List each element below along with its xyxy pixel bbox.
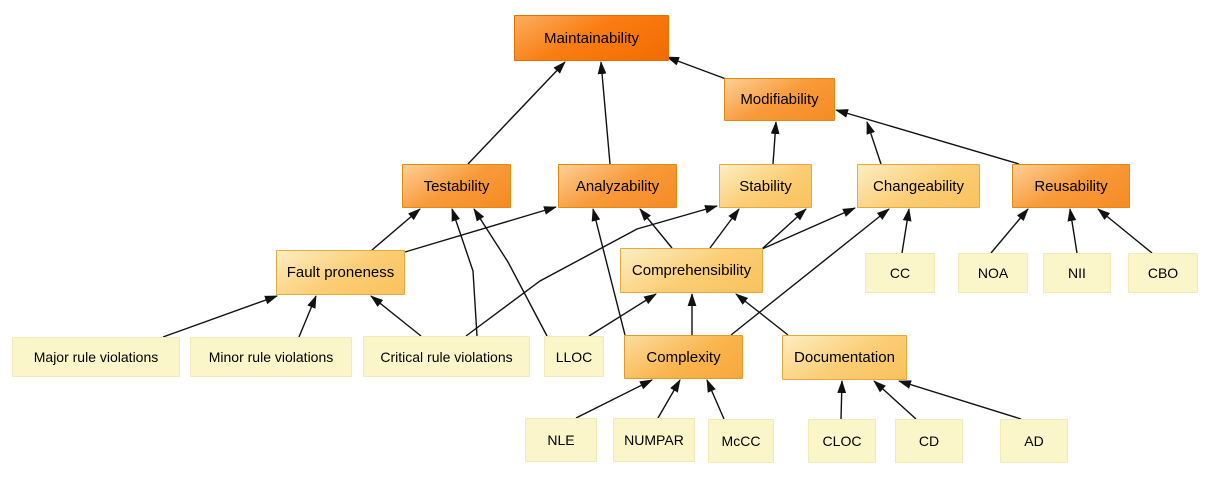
node-label-complexity: Complexity: [646, 348, 721, 366]
node-nii: NII: [1043, 253, 1111, 293]
edge-numpar-to-complexity: [657, 379, 681, 419]
node-cloc: CLOC: [808, 419, 876, 463]
node-cbo: CBO: [1128, 253, 1198, 293]
node-label-numpar: NUMPAR: [624, 432, 684, 448]
node-label-modifiability: Modifiability: [740, 91, 819, 108]
edge-cd-to-documentation: [873, 380, 917, 420]
node-cc: CC: [865, 253, 935, 293]
node-modifiability: Modifiability: [724, 78, 835, 121]
node-documentation: Documentation: [782, 335, 907, 380]
node-label-mccc: McCC: [721, 433, 761, 449]
edge-cbo-to-reusability: [1097, 208, 1153, 254]
node-label-stability: Stability: [739, 177, 792, 195]
edge-analyzability-to-maintainability: [597, 61, 611, 165]
edge-comprehensibility-to-changeability: [761, 207, 856, 250]
edge-modifiability-to-maintainability: [666, 56, 727, 80]
node-label-cc: CC: [889, 265, 911, 281]
edge-major_rule_violations-to-fault_proneness: [162, 295, 278, 338]
edge-complexity-to-changeability: [730, 208, 890, 336]
edge-documentation-to-comprehensibility: [735, 293, 789, 336]
node-label-critical_rule_violations: Critical rule violations: [380, 348, 513, 365]
node-label-major_rule_violations: Major rule violations: [33, 349, 159, 365]
node-fault_proneness: Fault proneness: [276, 250, 405, 295]
node-label-fault_proneness: Fault proneness: [286, 264, 395, 281]
edge-comprehensibility-to-analyzability: [639, 208, 673, 249]
edge-fault_proneness-to-testability: [371, 208, 421, 251]
node-minor_rule_violations: Minor rule violations: [190, 337, 352, 377]
edge-nii-to-reusability: [1067, 208, 1078, 254]
node-label-documentation: Documentation: [794, 349, 895, 366]
node-changeability: Changeability: [857, 164, 980, 208]
node-label-cloc: CLOC: [822, 433, 862, 449]
node-label-maintainability: Maintainability: [543, 29, 640, 47]
node-label-analyzability: Analyzability: [575, 177, 660, 195]
edge-mccc-to-complexity: [706, 379, 725, 420]
node-label-ad: AD: [1024, 433, 1044, 449]
edge-fault_proneness-to-analyzability: [404, 206, 557, 253]
edge-noa-to-reusability: [990, 208, 1029, 254]
edge-changeability-to-modifiability: [866, 121, 882, 165]
node-ad: AD: [1000, 419, 1068, 463]
node-analyzability: Analyzability: [558, 164, 677, 208]
edge-ad-to-documentation: [898, 380, 1022, 420]
node-label-cd: CD: [918, 433, 940, 449]
edge-critical_rule_violations-to-stability: [465, 205, 718, 337]
node-complexity: Complexity: [624, 335, 743, 379]
edge-comprehensibility-to-stability: [761, 208, 807, 250]
edge-cloc-to-documentation: [837, 380, 847, 420]
node-label-cbo: CBO: [1147, 265, 1179, 281]
node-label-nii: NII: [1068, 265, 1086, 281]
edge-stability-to-modifiability: [770, 121, 780, 165]
edge-critical_rule_violations-to-fault_proneness: [370, 295, 422, 337]
edge-complexity-to-analyzability: [591, 208, 626, 336]
edge-testability-to-maintainability: [467, 61, 566, 165]
node-label-changeability: Changeability: [873, 177, 964, 195]
node-stability: Stability: [719, 164, 812, 208]
node-critical_rule_violations: Critical rule violations: [363, 336, 530, 377]
node-nle: NLE: [525, 418, 597, 462]
node-label-comprehensibility: Comprehensibility: [631, 262, 752, 279]
edge-nle-to-complexity: [575, 379, 653, 419]
node-label-testability: Testability: [423, 177, 490, 195]
node-comprehensibility: Comprehensibility: [620, 248, 763, 293]
node-mccc: McCC: [708, 419, 774, 463]
edge-lloc-to-comprehensibility: [588, 293, 657, 337]
edge-comprehensibility-to-stability: [709, 208, 740, 249]
node-reusability: Reusability: [1012, 164, 1130, 208]
node-label-minor_rule_violations: Minor rule violations: [208, 349, 334, 365]
edge-reusability-to-modifiability: [835, 109, 1020, 165]
node-numpar: NUMPAR: [613, 418, 695, 462]
node-cd: CD: [895, 419, 963, 463]
node-noa: NOA: [958, 253, 1028, 293]
edge-critical_rule_violations-to-testability: [451, 208, 478, 337]
node-label-lloc: LLOC: [555, 348, 593, 365]
node-maintainability: Maintainability: [514, 15, 669, 61]
node-lloc: LLOC: [544, 336, 604, 377]
node-label-nle: NLE: [547, 432, 575, 448]
edge-lloc-to-testability: [473, 208, 548, 337]
node-major_rule_violations: Major rule violations: [12, 337, 180, 377]
node-testability: Testability: [402, 164, 511, 208]
edge-cc-to-changeability: [901, 208, 912, 254]
edge-minor_rule_violations-to-fault_proneness: [298, 295, 317, 338]
node-label-noa: NOA: [977, 265, 1009, 281]
node-label-reusability: Reusability: [1034, 177, 1108, 195]
